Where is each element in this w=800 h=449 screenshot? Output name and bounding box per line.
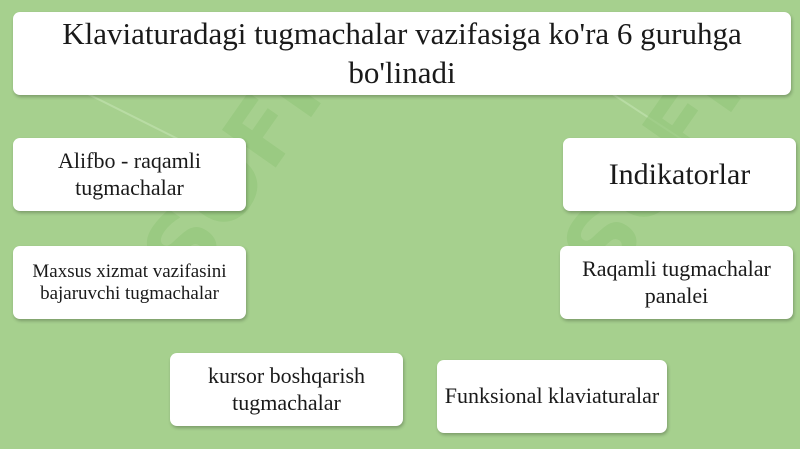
box-alphanumeric-keys: Alifbo - raqamli tugmachalar bbox=[13, 138, 246, 211]
box-label: Maxsus xizmat vazifasini bajaruvchi tugm… bbox=[32, 260, 227, 304]
box-label: Raqamli tugmachalar panalei bbox=[582, 256, 771, 308]
title-box: Klaviaturadagi tugmachalar vazifasiga ko… bbox=[13, 12, 791, 95]
box-indicators: Indikatorlar bbox=[563, 138, 796, 211]
box-label: Alifbo - raqamli tugmachalar bbox=[58, 148, 201, 200]
box-special-keys: Maxsus xizmat vazifasini bajaruvchi tugm… bbox=[13, 246, 246, 319]
title-text: Klaviaturadagi tugmachalar vazifasiga ko… bbox=[62, 15, 742, 90]
box-label: Funksional klaviaturalar bbox=[444, 383, 660, 409]
box-label: Indikatorlar bbox=[608, 157, 751, 191]
box-cursor-keys: kursor boshqarish tugmachalar bbox=[170, 353, 403, 426]
box-numpad-keys: Raqamli tugmachalar panalei bbox=[560, 246, 793, 319]
box-label: kursor boshqarish tugmachalar bbox=[207, 363, 366, 415]
box-function-keys: Funksional klaviaturalar bbox=[437, 360, 667, 433]
